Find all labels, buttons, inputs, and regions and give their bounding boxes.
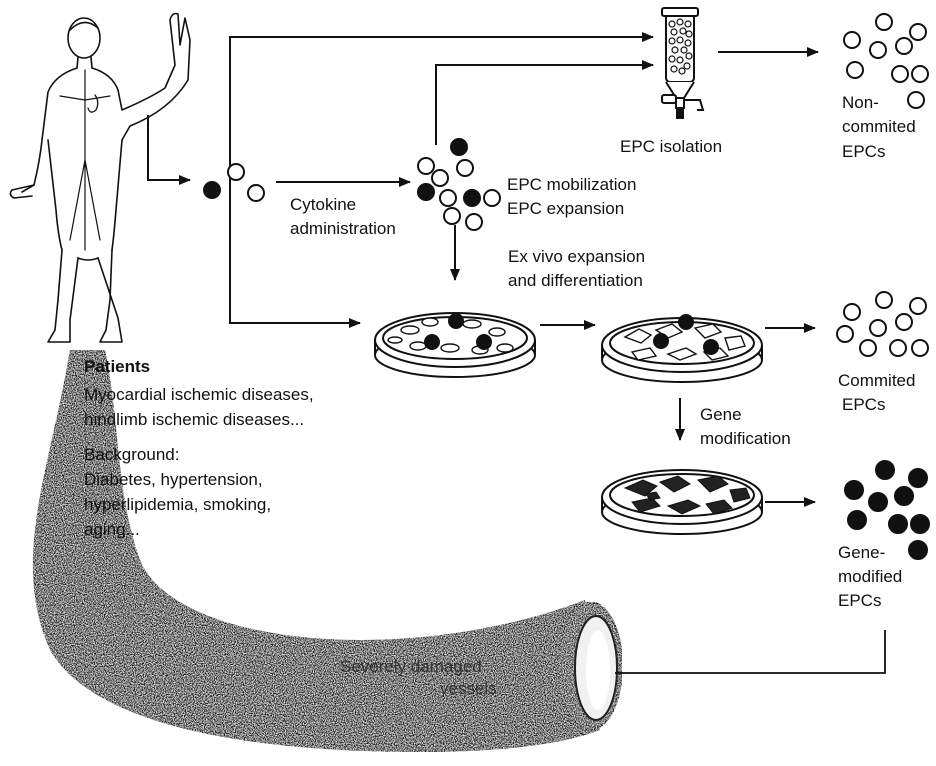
arrow-figure-to-cells bbox=[148, 115, 190, 180]
culture-dish-3-icon bbox=[602, 470, 762, 534]
background-item-1: Diabetes, hypertension, bbox=[84, 470, 263, 489]
cytokine-label-2: administration bbox=[290, 219, 396, 238]
committed-label-1: Commited bbox=[838, 371, 915, 390]
arrow-genemodified-to-vessel bbox=[615, 630, 885, 673]
gene-modified-label-3: EPCs bbox=[838, 591, 881, 610]
arrow-figure-to-isolation bbox=[230, 37, 653, 115]
committed-label-2: EPCs bbox=[842, 395, 885, 414]
exvivo-label-2: and differentiation bbox=[508, 271, 643, 290]
patients-title: Patients bbox=[84, 357, 150, 376]
arrow-mobilization-to-isolation bbox=[436, 65, 653, 145]
mobilized-cells bbox=[418, 139, 500, 230]
background-title: Background: bbox=[84, 445, 179, 464]
noncommitted-label-2: commited bbox=[842, 117, 916, 136]
committed-cells bbox=[837, 292, 928, 356]
noncommitted-label-1: Non- bbox=[842, 93, 879, 112]
mobilization-label-1: EPC mobilization bbox=[507, 175, 636, 194]
initial-cells bbox=[204, 164, 264, 201]
gene-mod-label-2: modification bbox=[700, 429, 791, 448]
background-item-3: aging... bbox=[84, 520, 140, 539]
mobilization-label-2: EPC expansion bbox=[507, 199, 624, 218]
cytokine-label-1: Cytokine bbox=[290, 195, 356, 214]
epc-isolation-column-icon bbox=[662, 8, 703, 118]
patients-diseases-1: Myocardial ischemic diseases, bbox=[84, 385, 314, 404]
background-item-2: hyperlipidemia, smoking, bbox=[84, 495, 271, 514]
gene-mod-label-1: Gene bbox=[700, 405, 742, 424]
exvivo-label-1: Ex vivo expansion bbox=[508, 247, 645, 266]
culture-dish-1-icon bbox=[375, 313, 535, 377]
vessel-label-line2: vessels bbox=[440, 679, 497, 698]
noncommitted-label-3: EPCs bbox=[842, 142, 885, 161]
gene-modified-label-2: modified bbox=[838, 567, 902, 586]
patients-diseases-2: hindlimb ischemic diseases... bbox=[84, 410, 304, 429]
culture-dish-2-icon bbox=[602, 315, 762, 382]
patient-figure-icon bbox=[10, 14, 190, 342]
gene-modified-label-1: Gene- bbox=[838, 543, 885, 562]
epc-isolation-label: EPC isolation bbox=[620, 137, 722, 156]
vessel-label-line1: Severely damaged bbox=[340, 657, 482, 676]
